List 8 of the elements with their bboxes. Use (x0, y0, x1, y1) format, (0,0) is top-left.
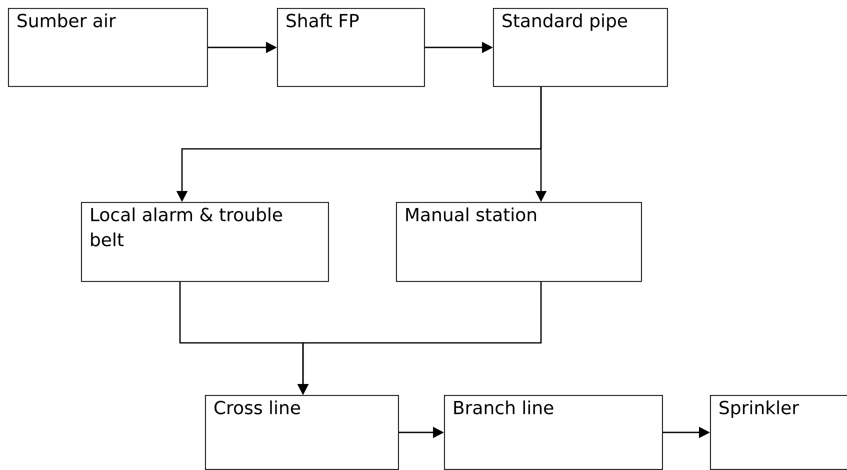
process-box: Local alarm & trouble belt (81, 202, 329, 282)
process-box: Sumber air (8, 8, 208, 87)
process-box: Cross line (205, 395, 399, 470)
process-box: Shaft FP (277, 8, 425, 87)
process-box: Standard pipe (493, 8, 668, 87)
process-box: Sprinkler (710, 395, 847, 470)
process-box: Manual station (396, 202, 642, 282)
process-box: Branch line (444, 395, 663, 470)
